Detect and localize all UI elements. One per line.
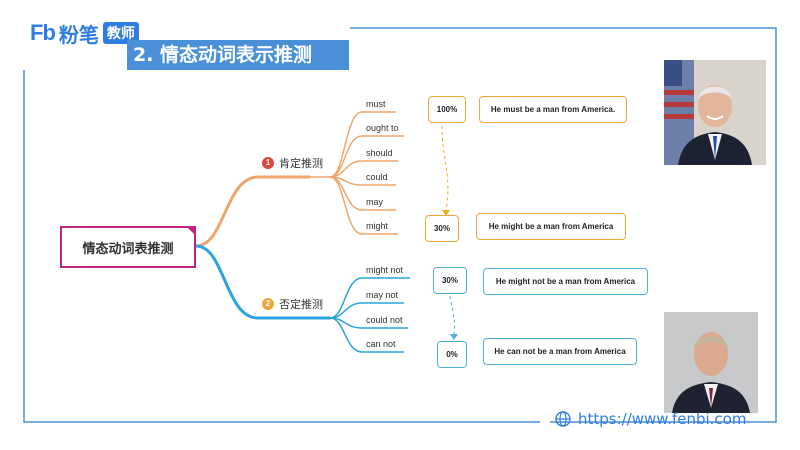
root-corner-fold — [186, 226, 196, 236]
example-might-text: He might be a man from America — [488, 222, 614, 231]
root-label: 情态动词表推测 — [82, 241, 174, 257]
verb-might-not: might not — [366, 265, 404, 275]
positive-fan — [310, 111, 404, 235]
portrait-photo-top — [664, 60, 766, 165]
example-can-not: He can not be a man from America — [483, 338, 637, 365]
verb-ought-to: ought to — [366, 123, 399, 133]
connector-root-positive — [195, 175, 310, 248]
percent-box-100: 100% — [428, 96, 466, 123]
example-might-not: He might not be a man from America — [483, 268, 648, 295]
verb-may-not: may not — [366, 290, 399, 300]
percent-box-30-positive: 30% — [425, 215, 459, 242]
percent-0-text: 0% — [446, 350, 458, 359]
number-badge-2: 2 — [262, 298, 274, 310]
verb-could-not: could not — [366, 315, 403, 325]
connector-root-negative — [195, 244, 330, 320]
verb-could: could — [366, 172, 388, 182]
example-can-not-text: He can not be a man from America — [494, 347, 626, 356]
brand-name: 粉笔 — [58, 22, 99, 47]
example-might: He might be a man from America — [476, 213, 626, 240]
negative-fan — [329, 277, 410, 353]
brand-role-badge: 教师 — [102, 22, 139, 44]
percent-100-text: 100% — [436, 105, 458, 114]
verb-might: might — [366, 221, 389, 231]
number-badge-1: 1 — [262, 157, 274, 169]
portrait-photo-bottom — [664, 312, 758, 413]
verb-must: must — [366, 99, 386, 109]
verb-should: should — [366, 148, 393, 158]
percent-30-negative-text: 30% — [441, 276, 458, 285]
verb-can-not: can not — [366, 339, 396, 349]
percent-box-0: 0% — [437, 341, 467, 368]
globe-icon — [555, 411, 571, 427]
footer-link[interactable]: https://www.fenbi.com — [555, 410, 746, 428]
logo-mark: Fb — [30, 20, 56, 45]
example-must: He must be a man from America. — [479, 96, 627, 123]
brand-logo: Fb 粉笔 教师 — [30, 18, 139, 48]
branch-positive: 1 肯定推测 — [262, 155, 323, 171]
branch-positive-label: 肯定推测 — [279, 157, 323, 170]
footer-url[interactable]: https://www.fenbi.com — [578, 410, 747, 428]
percent-30-positive-text: 30% — [433, 224, 450, 233]
arrow-negative — [449, 295, 455, 335]
example-must-text: He must be a man from America. — [490, 105, 616, 114]
arrow-positive — [441, 125, 449, 211]
slide-title: 2. 情态动词表示推测 — [127, 40, 349, 70]
mindmap-root: 情态动词表推测 — [60, 226, 196, 268]
branch-negative: 2 否定推测 — [262, 296, 323, 312]
example-might-not-text: He might not be a man from America — [495, 277, 636, 286]
percent-box-30-negative: 30% — [433, 267, 467, 294]
verb-may: may — [366, 197, 384, 207]
branch-negative-label: 否定推测 — [279, 298, 323, 311]
